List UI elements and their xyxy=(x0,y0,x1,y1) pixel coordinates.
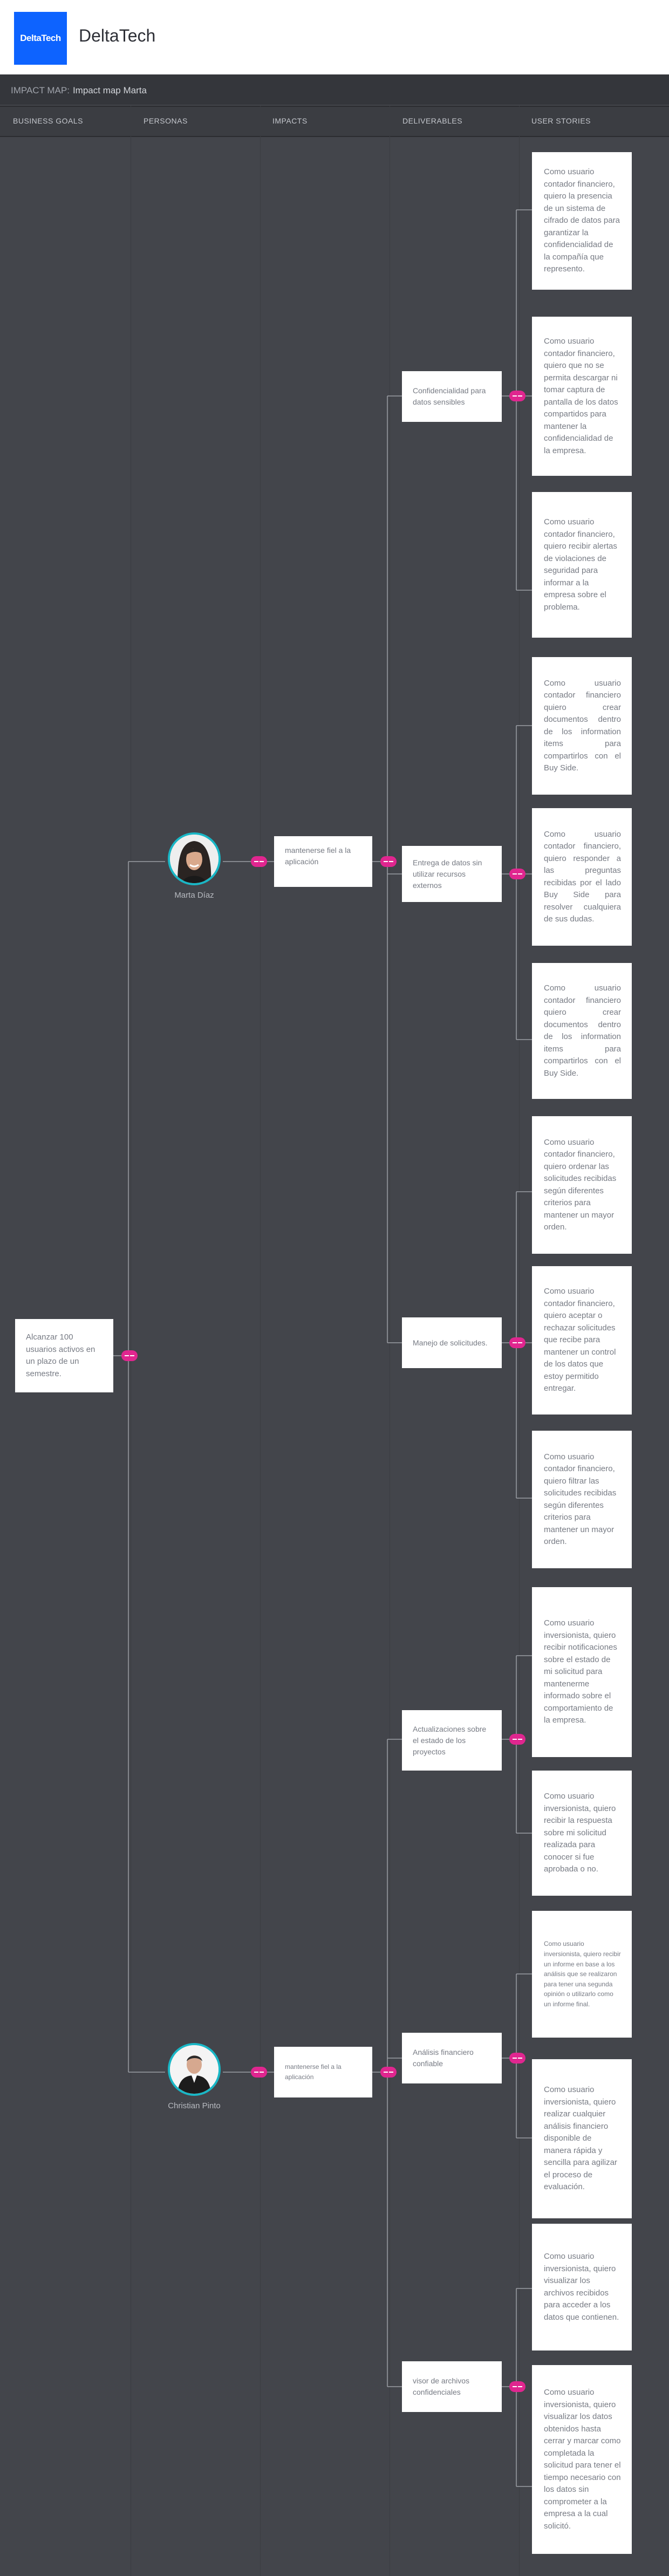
user-story-text: Como usuario inversionista, quiero reali… xyxy=(544,2085,617,2192)
impact-text: mantenerse fiel a la aplicación xyxy=(285,2062,342,2081)
user-story-text: Como usuario contador financiero, quiero… xyxy=(544,1287,616,1393)
deliverable-card[interactable]: Confidencialidad para datos sensibles xyxy=(402,371,502,422)
column-header-personas: PERSONAS xyxy=(144,117,188,125)
user-story-text: Como usuario contador financiero, quiero… xyxy=(544,829,621,924)
user-story-text: Como usuario inversionista, quiero visua… xyxy=(544,2388,621,2531)
user-story-card[interactable]: Como usuario contador financiero, quiero… xyxy=(532,1116,632,1254)
user-story-card[interactable]: Como usuario inversionista, quiero visua… xyxy=(532,2224,632,2350)
deliverable-label: Manejo de solicitudes. xyxy=(413,1338,488,1347)
logo-text: DeltaTech xyxy=(20,33,61,43)
deliverable-card[interactable]: visor de archivos confidenciales xyxy=(402,2361,502,2412)
expand-toggle-icon[interactable] xyxy=(509,1734,525,1745)
breadcrumb-value[interactable]: Impact map Marta xyxy=(72,85,147,95)
deltatech-logo[interactable]: DeltaTech xyxy=(14,12,67,65)
column-header-user-stories: USER STORIES xyxy=(531,117,591,125)
breadcrumb-label: IMPACT MAP: xyxy=(11,85,70,95)
user-story-text: Como usuario contador financiero, quiero… xyxy=(544,517,617,612)
deliverable-label: Análisis financiero confiable xyxy=(413,2048,474,2068)
deliverable-label: Entrega de datos sin utilizar recursos e… xyxy=(413,858,482,890)
user-story-card[interactable]: Como usuario inversionista, quiero reali… xyxy=(532,2059,632,2218)
expand-toggle-icon[interactable] xyxy=(509,391,525,401)
expand-toggle-icon[interactable] xyxy=(380,2067,397,2078)
user-story-card[interactable]: Como usuario contador financiero, quiero… xyxy=(532,808,632,946)
user-story-text: Como usuario contador financiero, quiero… xyxy=(544,337,618,455)
app-header: DeltaTech DeltaTech xyxy=(0,0,669,74)
user-story-text: Como usuario contador financiero, quiero… xyxy=(544,1137,617,1232)
column-header-business-goals: BUSINESS GOALS xyxy=(13,117,83,125)
deliverable-label: Confidencialidad para datos sensibles xyxy=(413,386,486,406)
user-story-card[interactable]: Como usuario contador financiero quiero … xyxy=(532,963,632,1099)
deliverable-card[interactable]: Entrega de datos sin utilizar recursos e… xyxy=(402,846,502,902)
user-story-text: Como usuario contador financiero quiero … xyxy=(544,983,621,1078)
user-story-text: Como usuario contador financiero, quiero… xyxy=(544,1452,617,1547)
user-story-card[interactable]: Como usuario contador financiero, quiero… xyxy=(532,1431,632,1568)
person-photo-icon xyxy=(170,2045,219,2094)
deliverable-card[interactable]: Manejo de solicitudes. xyxy=(402,1317,502,1368)
avatar xyxy=(168,832,221,885)
user-story-text: Como usuario inversionista, quiero visua… xyxy=(544,2252,619,2322)
user-story-card[interactable]: Como usuario contador financiero, quiero… xyxy=(532,317,632,476)
impact-card[interactable]: mantenerse fiel a la aplicación xyxy=(274,836,372,887)
expand-toggle-icon[interactable] xyxy=(509,2053,525,2063)
impact-text: mantenerse fiel a la aplicación xyxy=(285,846,351,866)
app-title: DeltaTech xyxy=(79,26,156,45)
column-header-impacts: IMPACTS xyxy=(272,117,308,125)
persona-name: Marta Díaz xyxy=(174,891,214,900)
avatar xyxy=(168,2043,221,2096)
deliverable-card[interactable]: Actualizaciones sobre el estado de los p… xyxy=(402,1710,502,1771)
expand-toggle-icon[interactable] xyxy=(509,869,525,879)
deliverable-label: Actualizaciones sobre el estado de los p… xyxy=(413,1724,487,1756)
column-divider xyxy=(260,106,261,2576)
user-story-text: Como usuario contador financiero, quiero… xyxy=(544,167,620,274)
column-header-row: BUSINESS GOALS PERSONAS IMPACTS DELIVERA… xyxy=(0,106,669,137)
expand-toggle-icon[interactable] xyxy=(251,856,267,867)
user-story-card[interactable]: Como usuario contador financiero, quiero… xyxy=(532,1266,632,1415)
deliverable-card[interactable]: Análisis financiero confiable xyxy=(402,2033,502,2083)
expand-toggle-icon[interactable] xyxy=(121,1350,138,1361)
persona-marta[interactable]: Marta Díaz xyxy=(165,832,223,901)
breadcrumb: IMPACT MAP:Impact map Marta xyxy=(11,85,147,96)
impact-card[interactable]: mantenerse fiel a la aplicación xyxy=(274,2047,372,2097)
business-goal-card[interactable]: Alcanzar 100 usuarios activos en un plaz… xyxy=(15,1319,113,1392)
person-photo-icon xyxy=(170,835,219,883)
business-goal-text: Alcanzar 100 usuarios activos en un plaz… xyxy=(26,1333,95,1378)
user-story-card[interactable]: Como usuario inversionista, quiero recib… xyxy=(532,1587,632,1757)
expand-toggle-icon[interactable] xyxy=(251,2067,267,2078)
expand-toggle-icon[interactable] xyxy=(509,2381,525,2392)
persona-name: Christian Pinto xyxy=(168,2101,221,2110)
impact-map-canvas: Alcanzar 100 usuarios activos en un plaz… xyxy=(0,136,669,2576)
user-story-card[interactable]: Como usuario inversionista, quiero recib… xyxy=(532,1911,632,2038)
column-header-deliverables: DELIVERABLES xyxy=(402,117,463,125)
breadcrumb-bar xyxy=(0,74,669,105)
user-story-text: Como usuario inversionista, quiero recib… xyxy=(544,1618,617,1725)
user-story-card[interactable]: Como usuario contador financiero, quiero… xyxy=(532,152,632,290)
expand-toggle-icon[interactable] xyxy=(380,856,397,867)
expand-toggle-icon[interactable] xyxy=(509,1337,525,1348)
user-story-text: Como usuario inversionista, quiero recib… xyxy=(544,1792,616,1874)
user-story-text: Como usuario contador financiero quiero … xyxy=(544,678,621,773)
deliverable-label: visor de archivos confidenciales xyxy=(413,2376,470,2396)
user-story-card[interactable]: Como usuario inversionista, quiero recib… xyxy=(532,1771,632,1896)
user-story-card[interactable]: Como usuario contador financiero, quiero… xyxy=(532,492,632,638)
user-story-card[interactable]: Como usuario inversionista, quiero visua… xyxy=(532,2365,632,2554)
persona-christian[interactable]: Christian Pinto xyxy=(165,2043,223,2112)
user-story-card[interactable]: Como usuario contador financiero quiero … xyxy=(532,657,632,795)
user-story-text: Como usuario inversionista, quiero recib… xyxy=(544,1940,621,2008)
